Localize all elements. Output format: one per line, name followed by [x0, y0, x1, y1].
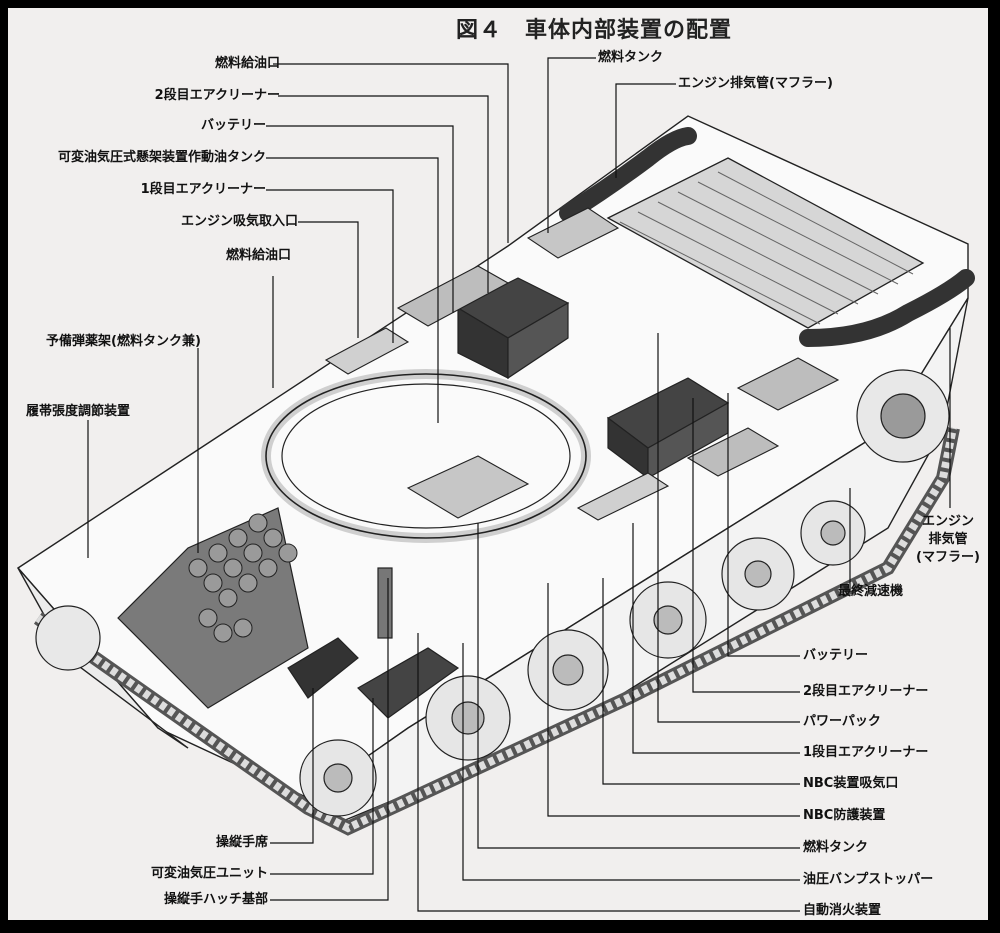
label-power-pack: パワーパック: [803, 714, 881, 729]
label-final-drive: 最終減速機: [838, 584, 904, 599]
label-suspension-oil-tank: 可変油気圧式懸架装置作動油タンク: [57, 150, 266, 165]
label-fuel-tank-bottom: 燃料タンク: [803, 840, 869, 855]
radiator-grille: [606, 157, 925, 329]
label-nbc-protection: NBC防護装置: [803, 808, 886, 823]
exhaust-mufflers: [559, 127, 975, 347]
label-hydraulic-bump-stopper: 油圧バンプストッパー: [803, 872, 934, 887]
label-battery-right: バッテリー: [803, 648, 869, 663]
track-and-road-wheels: [33, 369, 960, 836]
label-spare-ammo-rack: 予備弾薬架(燃料タンク兼): [46, 334, 201, 349]
label-fuel-tank-top: 燃料タンク: [598, 50, 664, 65]
label-auto-fire-extinguisher: 自動消火装置: [803, 903, 882, 918]
label-muffler-right: (マフラー): [916, 550, 980, 565]
label-exhaust-pipe-right: 排気管: [928, 532, 968, 547]
tank-cutaway-illustration: [16, 57, 975, 912]
label-fuel-filler-upper: 燃料給油口: [214, 56, 280, 71]
label-fuel-filler-lower: 燃料給油口: [226, 248, 292, 263]
power-pack: [456, 277, 730, 480]
label-nbc-intake: NBC装置吸気口: [803, 776, 899, 791]
label-battery-left: バッテリー: [200, 118, 266, 133]
diagram-page: 図４ 車体内部装置の配置: [8, 8, 988, 920]
ammunition-rack: [117, 507, 309, 709]
label-exhaust-muffler-top: エンジン排気管(マフラー): [678, 76, 833, 91]
label-second-air-cleaner-left: 2段目エアクリーナー: [154, 88, 280, 103]
label-engine-right: エンジン: [921, 514, 974, 529]
label-first-air-cleaner-right: 1段目エアクリーナー: [803, 745, 929, 760]
label-variable-hydropneumatic-unit: 可変油気圧ユニット: [150, 866, 268, 881]
fuel-tank-panels: [406, 207, 620, 519]
label-driver-hatch-base: 操縦手ハッチ基部: [163, 892, 268, 907]
turret-ring: [261, 369, 591, 543]
air-cleaner-grilles: [324, 327, 670, 521]
label-first-air-cleaner-left: 1段目エアクリーナー: [140, 182, 266, 197]
label-second-air-cleaner-right: 2段目エアクリーナー: [803, 684, 929, 699]
label-track-tension-adjuster: 履帯張度調節装置: [26, 404, 131, 419]
label-engine-air-intake: エンジン吸気取入口: [180, 214, 298, 229]
leader-lines: [87, 57, 951, 912]
label-driver-seat: 操縦手席: [215, 835, 268, 850]
figure-title: 図４ 車体内部装置の配置: [456, 18, 733, 43]
